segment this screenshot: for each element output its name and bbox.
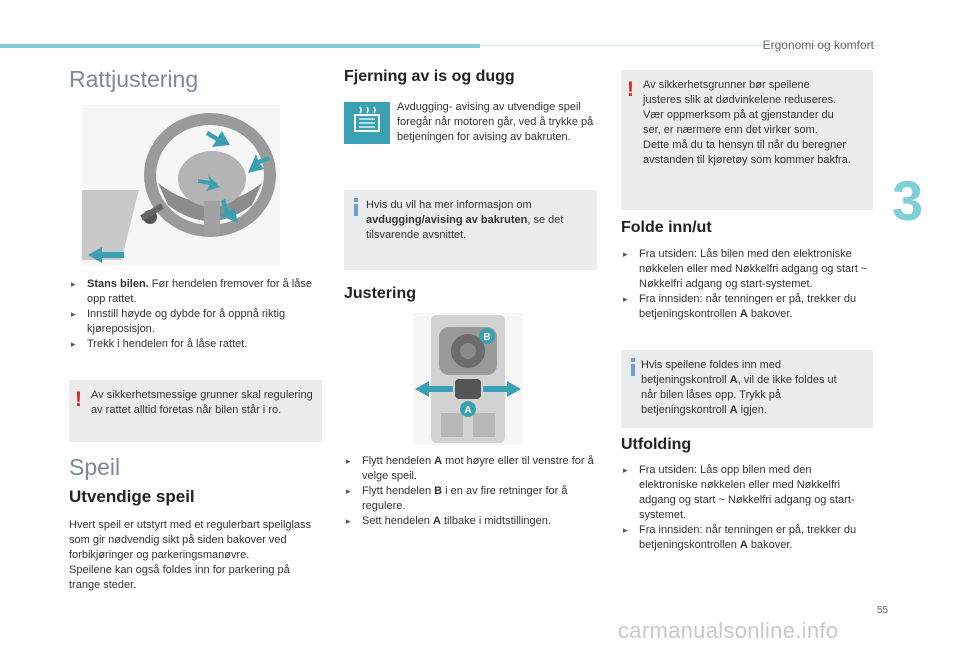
page-number: 55	[877, 605, 889, 616]
steering-steps: Stans bilen. Før hendelen fremover for å…	[69, 277, 319, 352]
steering-wheel-icon	[61, 113, 276, 263]
info-icon	[631, 358, 635, 376]
mirror-switch-icon: B A	[415, 315, 521, 443]
defrost-text: Avdugging- avising av utvendige speil fo…	[397, 101, 594, 143]
heading-utvendige-speil: Utvendige speil	[69, 487, 195, 506]
warning-text: Av sikkerhetsgrunner bør speilene juster…	[643, 79, 851, 166]
warning-icon: !	[627, 78, 634, 101]
steering-wheel-illustration	[61, 105, 280, 265]
heading-justering: Justering	[344, 285, 417, 302]
heading-utfolding: Utfolding	[621, 436, 692, 453]
chapter-number: 3	[892, 169, 924, 232]
watermark: carmanualsonline.info	[618, 618, 839, 643]
defrost-info-box: Hvis du vil ha mer informasjon om avdugg…	[344, 190, 597, 270]
list-item: Fra utsiden: Lås opp bilen med den elekt…	[621, 463, 873, 523]
header-rule	[480, 45, 880, 46]
heading-fjerning-av-is: Fjerning av is og dugg	[344, 68, 515, 85]
paragraph: Speilene kan også foldes inn for parkeri…	[69, 564, 290, 591]
list-item: Flytt hendelen A mot høyre eller til ven…	[344, 454, 596, 484]
list-item: Fra innsiden: når tenningen er på, trekk…	[621, 292, 873, 322]
paragraph: Hvert speil er utstyrt med et regulerbar…	[69, 519, 312, 561]
heading-rattjustering: Rattjustering	[69, 66, 199, 92]
defrost-button-icon	[344, 102, 390, 144]
fold-steps: Fra utsiden: Lås bilen med den elektroni…	[621, 247, 873, 322]
rear-defrost-icon	[354, 106, 380, 132]
list-item: Innstill høyde og dybde for å oppnå rikt…	[69, 307, 319, 337]
mirror-control-illustration: B A	[413, 313, 523, 445]
info-text: Hvis du vil ha mer informasjon om avdugg…	[366, 199, 564, 241]
heading-speil: Speil	[69, 454, 121, 480]
list-item: Sett hendelen A tilbake i midtstillingen…	[344, 514, 596, 529]
heading-folde-inn-ut: Folde inn/ut	[621, 219, 712, 236]
label-a: A	[464, 405, 471, 416]
warning-text: Av sikkerhetsmessige grunner skal regule…	[91, 389, 313, 416]
warning-icon: !	[75, 388, 82, 411]
info-icon	[354, 198, 358, 216]
fold-info-box: Hvis speilene foldes inn med betjeningsk…	[621, 350, 873, 428]
mirror-description: Hvert speil er utstyrt med et regulerbar…	[69, 518, 319, 593]
steering-warning-box: ! Av sikkerhetsmessige grunner skal regu…	[69, 380, 322, 442]
list-item: Stans bilen. Før hendelen fremover for å…	[69, 277, 319, 307]
list-item: Fra utsiden: Lås bilen med den elektroni…	[621, 247, 873, 292]
unfold-steps: Fra utsiden: Lås opp bilen med den elekt…	[621, 463, 873, 553]
info-text: Hvis speilene foldes inn med betjeningsk…	[641, 359, 837, 416]
section-title: Ergonomi og komfort	[762, 38, 874, 52]
header-accent-bar	[0, 44, 480, 48]
list-item: Flytt hendelen B i en av fire retninger …	[344, 484, 596, 514]
adjustment-steps: Flytt hendelen A mot høyre eller til ven…	[344, 454, 596, 529]
list-item: Fra innsiden: når tenningen er på, trekk…	[621, 523, 873, 553]
mirror-warning-box: ! Av sikkerhetsgrunner bør speilene just…	[621, 70, 873, 210]
list-item: Trekk i hendelen for å låse rattet.	[69, 337, 319, 352]
label-b: B	[483, 332, 490, 343]
